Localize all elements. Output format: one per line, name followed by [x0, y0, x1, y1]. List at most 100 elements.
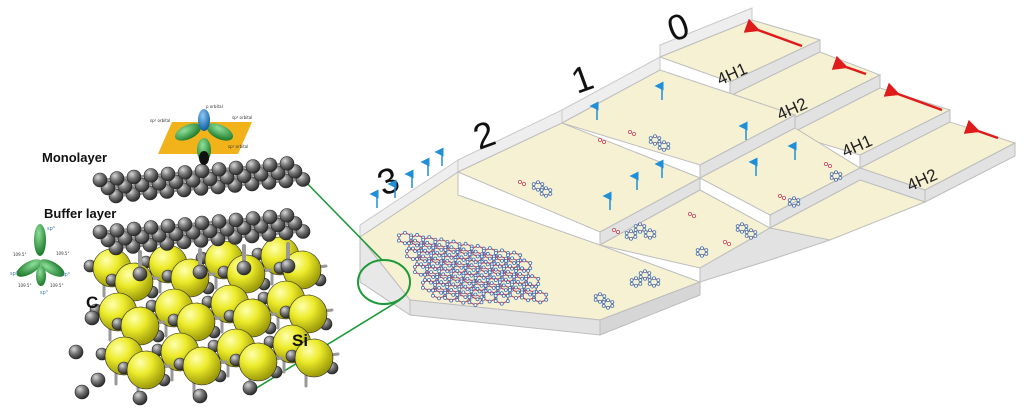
graphene-atom	[439, 247, 444, 252]
graphene-atom	[427, 259, 432, 264]
adatom	[692, 213, 697, 218]
graphene-atom	[449, 245, 454, 250]
graphene-atom	[502, 266, 506, 271]
graphene-islands	[518, 129, 843, 310]
si-atom	[288, 294, 328, 334]
graphene-atom	[735, 224, 740, 229]
graphene-atom	[740, 222, 744, 227]
step-flow-arrow-3	[883, 82, 943, 112]
graphene-atom	[528, 292, 533, 297]
graphene-atom	[647, 274, 652, 279]
graphene-atom	[457, 244, 462, 249]
sp3-text: sp³	[62, 272, 70, 278]
graphene-atom	[465, 260, 470, 265]
graphene-atom	[633, 231, 638, 236]
c-atom	[68, 344, 84, 360]
graphene-atom	[431, 264, 436, 269]
graphene-atom	[506, 253, 510, 258]
graphene-atom	[443, 277, 448, 282]
graphene-atom	[397, 238, 401, 243]
c-atom	[236, 260, 252, 276]
graphene-atom	[792, 196, 796, 201]
graphene-atom	[648, 136, 653, 141]
graphene-atom	[463, 241, 468, 246]
graphene-atom	[421, 237, 426, 242]
graphene-atom	[467, 252, 472, 257]
graphene-atom	[494, 251, 498, 255]
graphene-atom	[643, 269, 647, 274]
graphene-atom	[695, 248, 700, 253]
graphene-atom	[437, 243, 442, 247]
graphene-atom	[485, 251, 490, 256]
graphene-atom	[648, 235, 652, 240]
graphene-atom	[504, 258, 508, 263]
graphene-atom	[431, 288, 435, 293]
graphene-atom	[512, 261, 517, 265]
graphene-atom	[445, 258, 450, 263]
graphene-atom	[606, 305, 610, 310]
graphene-atom	[524, 276, 529, 281]
c-atom	[132, 390, 148, 406]
graphene-atom	[489, 264, 494, 269]
riser-step-3-side	[599, 281, 701, 336]
graphene-atom	[652, 283, 656, 288]
graphene-atom	[439, 261, 444, 266]
graphene-atom	[475, 286, 480, 291]
p-orbital-lower-icon	[199, 151, 209, 165]
graphene-atom	[447, 277, 452, 282]
silicon-label: Si	[292, 331, 308, 350]
graphene-atom	[539, 191, 544, 196]
graphene-atom	[744, 230, 749, 235]
edge-left	[359, 235, 411, 316]
graphene-atom	[467, 295, 472, 300]
graphene-atom	[427, 235, 432, 240]
graphene-atom	[753, 230, 758, 235]
si-atom	[238, 342, 278, 382]
graphene-atom	[740, 229, 744, 234]
graphene-atom	[487, 246, 492, 251]
c-atom	[280, 258, 296, 274]
graphene-atom	[647, 281, 652, 286]
graphene-atom	[536, 187, 540, 192]
graphene-atom	[638, 281, 643, 286]
monolayer-c-atom	[228, 160, 244, 176]
graphene-atom	[437, 296, 441, 301]
graphene-atom	[629, 236, 633, 241]
graphene-atom	[485, 278, 490, 282]
graphene-atom	[530, 274, 535, 279]
graphene-atom	[413, 238, 417, 243]
graphene-atom	[493, 299, 498, 303]
graphene-atom	[539, 188, 544, 193]
adatom	[688, 211, 693, 216]
graphene-atom	[601, 303, 606, 308]
graphene-atom	[500, 248, 504, 253]
graphene-atom	[593, 294, 598, 299]
graphene-atom	[638, 222, 642, 227]
monolayer-c-atom	[160, 166, 176, 182]
buffer-c-atom	[194, 215, 210, 231]
graphene-atom	[657, 142, 662, 147]
graphene-atom	[633, 227, 638, 232]
buffer-c-atom	[262, 209, 278, 225]
graphene-atom	[510, 282, 514, 287]
graphene-atom	[473, 275, 478, 280]
graphene-atom	[528, 266, 533, 271]
graphene-atom	[593, 297, 598, 302]
graphene-atom	[479, 254, 484, 259]
graphene-atom	[503, 288, 508, 293]
graphene-atom	[498, 254, 502, 258]
buffer-c-atom	[160, 218, 176, 234]
graphene-sheet	[397, 230, 549, 307]
terrace-right-low	[768, 179, 927, 241]
graphene-atom	[421, 254, 425, 259]
sp3-lobe-icon	[16, 259, 42, 277]
buffer-c-atom	[126, 221, 142, 237]
graphene-atom	[499, 272, 504, 277]
graphene-atom	[520, 290, 524, 295]
graphene-atom	[417, 251, 421, 256]
c-atom	[192, 388, 208, 404]
graphene-atom	[451, 292, 456, 297]
graphene-atom	[643, 276, 647, 281]
graphene-atom	[455, 279, 460, 284]
graphene-atom	[483, 270, 488, 275]
